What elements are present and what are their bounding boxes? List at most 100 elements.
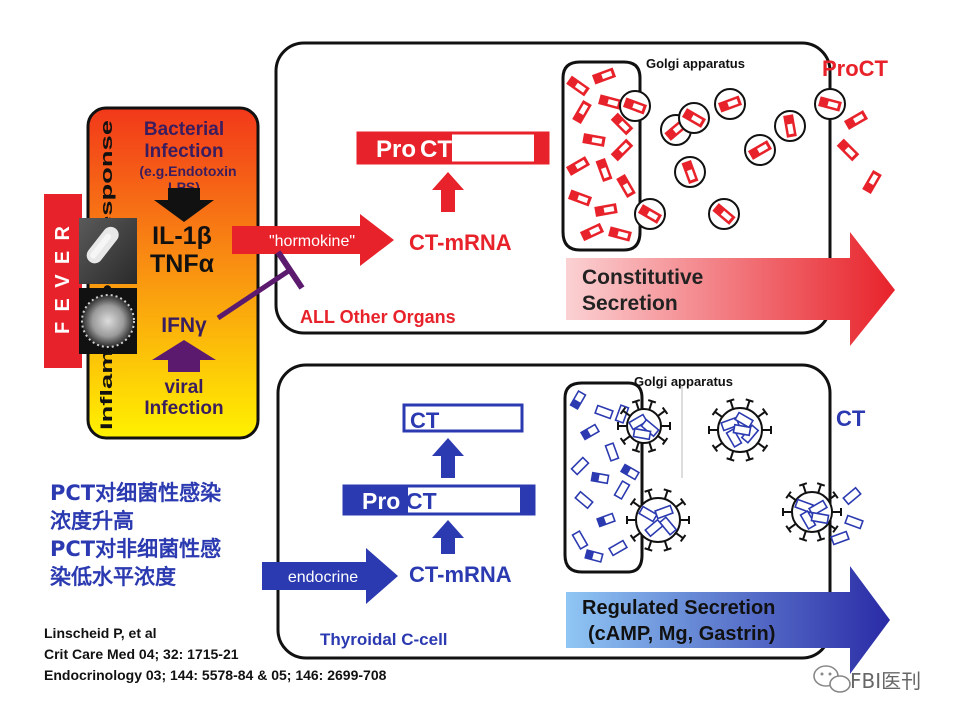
procalcitonin-granule xyxy=(681,108,707,128)
procalcitonin-granule xyxy=(712,203,736,225)
procalcitonin-granule xyxy=(608,226,632,242)
tnf-label: TNFα xyxy=(150,250,215,278)
calcitonin-granule xyxy=(579,423,601,441)
virus-micrograph xyxy=(79,288,137,354)
procalcitonin-granule xyxy=(747,140,773,160)
calcitonin-granule xyxy=(571,529,589,551)
ifn-inhibition xyxy=(216,250,305,321)
procalcitonin-granule xyxy=(637,204,663,224)
endocrine-arrow: endocrine xyxy=(262,548,398,604)
calcitonin-granule xyxy=(807,499,829,517)
procalcitonin-granule xyxy=(610,112,634,136)
procalcitonin-granule xyxy=(595,157,613,183)
calcitonin-granule xyxy=(644,518,664,538)
bacterial-label: Bacterial xyxy=(144,119,224,140)
top-golgi-label: Golgi apparatus xyxy=(646,56,745,71)
top-golgi-compartment xyxy=(561,60,642,252)
procalcitonin-granule xyxy=(565,156,591,176)
calcitonin-granule xyxy=(594,404,614,420)
constitutive-secretion-arrow: Constitutive Secretion xyxy=(566,232,895,346)
calcitonin-granule xyxy=(842,486,862,506)
procalcitonin-granule xyxy=(579,222,605,242)
note-line-4: 染低水平浓度 xyxy=(49,565,176,589)
bacterial-arrow xyxy=(154,188,214,222)
top-granules xyxy=(565,67,882,242)
calcitonin-granule xyxy=(590,471,610,485)
watermark-text: FBI医刊 xyxy=(850,669,921,693)
endotoxin-label: (e.g.Endotoxin xyxy=(139,163,236,179)
calcitonin-granule xyxy=(810,511,830,525)
procalcitonin-granule xyxy=(610,138,634,162)
viral-infection-label: Infection xyxy=(144,398,223,419)
top-proct-pro: Pro xyxy=(376,136,416,163)
regulators-label: (cAMP, Mg, Gastrin) xyxy=(588,623,775,645)
calcitonin-granule xyxy=(627,413,649,431)
calcitonin-granule xyxy=(570,456,590,476)
fever-bar-box xyxy=(44,194,82,368)
watermark: FBI医刊 xyxy=(813,665,921,693)
procalcitonin-granule xyxy=(836,138,860,162)
procalcitonin-granule xyxy=(594,203,618,217)
calcitonin-granule xyxy=(637,505,659,523)
procalcitonin-granule xyxy=(582,133,606,147)
note-line-3: PCT对非细菌性感 xyxy=(50,537,221,561)
calcitonin-granule xyxy=(604,442,620,462)
citation-line-1: Linscheid P, et al xyxy=(44,625,157,641)
viral-arrow xyxy=(152,340,216,372)
procalcitonin-granule xyxy=(622,97,648,115)
bottom-mrna-arrow xyxy=(432,520,464,554)
bottom-proct-pro: Pro xyxy=(362,488,400,514)
wechat-logo-icon xyxy=(813,665,851,693)
calcitonin-granule xyxy=(607,539,629,557)
note-line-2: 浓度升高 xyxy=(50,509,134,533)
top-proct-ct: CT xyxy=(420,136,452,163)
secretion-label: Secretion xyxy=(582,292,678,315)
calcitonin-granule xyxy=(725,427,743,449)
fever-bar: FEVER xyxy=(44,194,82,368)
procalcitonin-granule xyxy=(843,110,869,130)
calcitonin-granule xyxy=(613,479,631,501)
thyroidal-c-cell-label: Thyroidal C-cell xyxy=(320,630,448,649)
procalcitonin-granule xyxy=(681,159,699,185)
calcitonin-granule xyxy=(732,423,752,437)
viral-label: viral xyxy=(164,377,203,398)
bottom-ct-output-label: CT xyxy=(836,406,866,431)
procalcitonin-granule xyxy=(567,189,593,207)
all-other-organs-label: ALL Other Organs xyxy=(300,307,456,327)
fever-label: FEVER xyxy=(52,225,74,334)
ifn-label: IFNγ xyxy=(161,314,207,337)
procalcitonin-granule xyxy=(616,173,636,199)
calcitonin-granule xyxy=(584,549,604,563)
bottom-granules xyxy=(569,389,864,563)
il1-label: IL-1β xyxy=(152,222,212,250)
procalcitonin-granule xyxy=(783,114,797,138)
procalcitonin-granule xyxy=(862,169,882,195)
procalcitonin-granule xyxy=(818,96,842,112)
top-proct-output-label: ProCT xyxy=(822,56,889,81)
regulated-secretion-label: Regulated Secretion xyxy=(582,597,775,619)
bottom-ct-text: CT xyxy=(410,408,440,433)
chinese-notes: PCT对细菌性感染 浓度升高 PCT对非细菌性感 染低水平浓度 xyxy=(49,481,221,589)
citation-line-3: Endocrinology 03; 144: 5578-84 & 05; 146… xyxy=(44,667,387,683)
calcitonin-granule xyxy=(654,504,674,520)
bottom-golgi-label: Golgi apparatus xyxy=(634,374,733,389)
bacterial-infection-label: Infection xyxy=(144,141,223,162)
citations: Linscheid P, et al Crit Care Med 04; 32:… xyxy=(44,625,387,683)
calcitonin-granule xyxy=(733,411,755,429)
endocrine-label: endocrine xyxy=(288,569,358,586)
calcitonin-granule xyxy=(632,427,652,441)
bottom-proct-ct: CT xyxy=(406,488,437,514)
top-proct-box: Pro CT xyxy=(356,131,550,165)
bacteria-micrograph xyxy=(79,218,137,284)
procalcitonin-granule xyxy=(717,95,743,113)
procalcitonin-granule xyxy=(572,99,592,125)
bottom-mrna-label: CT-mRNA xyxy=(409,562,512,587)
calcitonin-granule xyxy=(658,516,678,536)
procalcitonin-granule xyxy=(598,94,622,110)
note-line-1: PCT对细菌性感染 xyxy=(50,481,221,505)
bottom-ct-box: CT xyxy=(402,403,524,433)
calcitonin-granule xyxy=(830,530,850,546)
top-mrna-arrow xyxy=(432,172,464,212)
procalcitonin-granule xyxy=(566,75,590,97)
